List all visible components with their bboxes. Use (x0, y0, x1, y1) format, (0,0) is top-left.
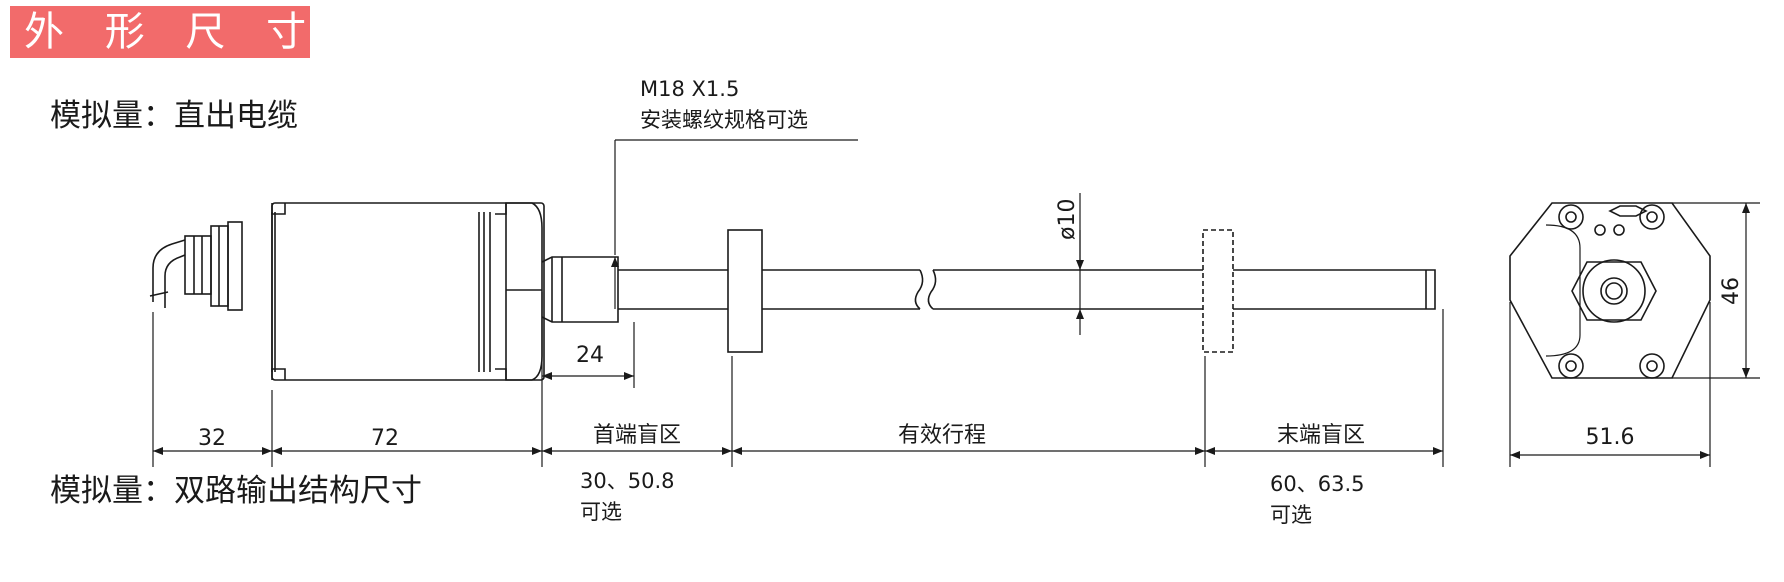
cable-gland-ribs (193, 236, 203, 294)
housing-corner-bl (271, 368, 286, 380)
screw-bl-center (1565, 360, 1577, 372)
break-line-left (914, 269, 924, 310)
dim-cable-length: 32 (198, 426, 226, 451)
cable-outline-outer (164, 254, 186, 308)
thread-callout-line1: M18 X1.5 (640, 77, 739, 101)
screw-bl-icon (1558, 353, 1584, 379)
housing-corner-tl (271, 203, 286, 215)
label-tail-dead-zone: 末端盲区 (1277, 423, 1365, 448)
dim-end-height: 46 (1719, 277, 1744, 305)
center-rod (1605, 282, 1623, 300)
label-head-dead-zone: 首端盲区 (593, 423, 681, 448)
thread-section (541, 256, 619, 323)
page-title-banner: 外 形 尺 寸： (10, 6, 360, 58)
led-hole-left (1594, 224, 1606, 236)
cable-gland (184, 235, 212, 295)
dim-thread-length: 24 (576, 343, 604, 368)
housing-corner-br (495, 368, 507, 380)
housing-right-bands (478, 212, 491, 372)
rod-section-2 (762, 269, 920, 310)
dimension-lines (152, 139, 1760, 467)
hex-flange (505, 202, 543, 381)
head-zone-options: 30、50.8 (580, 469, 674, 493)
section-title-dual-output: 模拟量：双路输出结构尺寸 (50, 473, 422, 509)
tail-zone-options: 60、63.5 (1270, 472, 1364, 496)
housing-body (271, 202, 545, 381)
screw-tr-center (1646, 211, 1658, 223)
magnet-ring-start (727, 229, 763, 353)
rod-diameter-label: ø10 (1055, 199, 1080, 240)
tail-zone-options-note: 可选 (1270, 503, 1312, 527)
break-line-right (927, 269, 937, 310)
rod-section-1 (618, 269, 728, 310)
end-inner-curve (1545, 224, 1581, 357)
center-hex-nut (1571, 261, 1657, 321)
gland-base (227, 221, 243, 311)
center-nut-circle (1582, 259, 1646, 323)
section-title-direct-cable: 模拟量：直出电缆 (50, 98, 298, 134)
screw-tl-center (1565, 211, 1577, 223)
rod-section-4 (1233, 269, 1436, 310)
screw-tr-icon (1639, 204, 1665, 230)
dim-end-width: 51.6 (1586, 425, 1635, 450)
head-zone-options-note: 可选 (580, 500, 622, 524)
end-top-nub (1608, 205, 1648, 217)
end-view (1509, 202, 1711, 379)
screw-br-icon (1639, 353, 1665, 379)
housing-corner-tr (495, 203, 507, 215)
side-view (149, 202, 1436, 381)
thread-callout-line2: 安装螺纹规格可选 (640, 108, 808, 132)
end-housing-outline (1509, 202, 1711, 379)
dim-body-length: 72 (371, 426, 399, 451)
screw-br-center (1646, 360, 1658, 372)
led-hole-right (1613, 224, 1625, 236)
housing-left-band (271, 212, 276, 372)
center-bore (1600, 277, 1628, 305)
label-effective-stroke: 有效行程 (898, 423, 986, 448)
rod-section-3 (933, 269, 1203, 310)
cable-end-cut (149, 291, 169, 297)
magnet-ring-end (1202, 229, 1234, 353)
screw-tl-icon (1558, 204, 1584, 230)
cable-outline-inner (152, 239, 186, 302)
